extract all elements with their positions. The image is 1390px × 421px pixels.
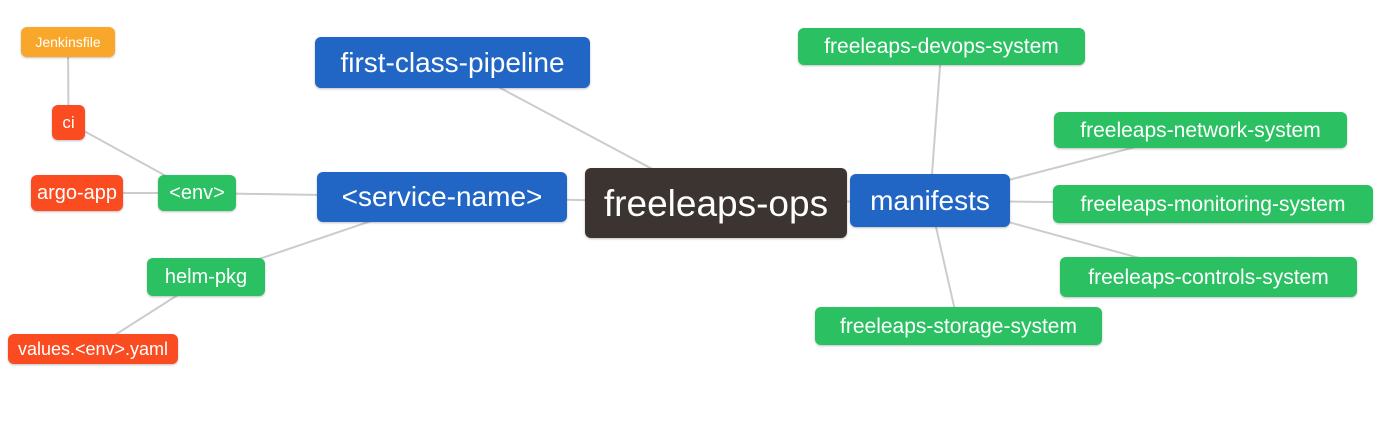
node-freeleaps-monitoring-system[interactable]: freeleaps-monitoring-system (1053, 185, 1373, 223)
node-service-name[interactable]: <service-name> (317, 172, 567, 222)
node-manifests[interactable]: manifests (850, 174, 1010, 227)
node-values-env-yaml[interactable]: values.<env>.yaml (8, 334, 178, 364)
node-argo-app[interactable]: argo-app (31, 175, 123, 211)
node-ci[interactable]: ci (52, 105, 85, 140)
node-env[interactable]: <env> (158, 175, 236, 211)
node-freeleaps-ops[interactable]: freeleaps-ops (585, 168, 847, 238)
node-first-class-pipeline[interactable]: first-class-pipeline (315, 37, 590, 88)
node-helm-pkg[interactable]: helm-pkg (147, 258, 265, 296)
node-freeleaps-devops-system[interactable]: freeleaps-devops-system (798, 28, 1085, 65)
node-freeleaps-network-system[interactable]: freeleaps-network-system (1054, 112, 1347, 148)
node-jenkinsfile[interactable]: Jenkinsfile (21, 27, 115, 57)
node-freeleaps-storage-system[interactable]: freeleaps-storage-system (815, 307, 1102, 345)
node-freeleaps-controls-system[interactable]: freeleaps-controls-system (1060, 257, 1357, 297)
